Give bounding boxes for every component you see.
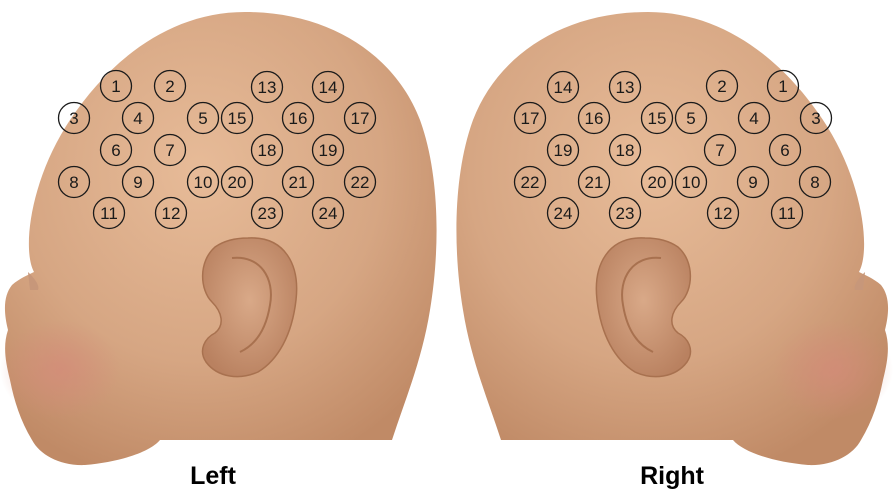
position-number: 8 — [69, 173, 78, 192]
position-number: 9 — [133, 173, 142, 192]
left-label: Left — [190, 462, 237, 490]
position-number: 21 — [289, 173, 308, 192]
position-number: 23 — [258, 204, 277, 223]
position-number: 17 — [351, 109, 370, 128]
position-number: 20 — [648, 173, 667, 192]
position-number: 10 — [194, 173, 213, 192]
position-number: 13 — [258, 78, 277, 97]
position-number: 6 — [111, 141, 120, 160]
position-number: 15 — [648, 109, 667, 128]
left-cheek — [0, 320, 120, 420]
position-number: 7 — [165, 141, 174, 160]
position-number: 18 — [258, 141, 277, 160]
position-number: 24 — [319, 204, 338, 223]
position-number: 13 — [616, 78, 635, 97]
position-number: 16 — [289, 109, 308, 128]
position-number: 18 — [616, 141, 635, 160]
position-number: 12 — [714, 204, 733, 223]
position-number: 5 — [686, 109, 695, 128]
position-number: 14 — [319, 78, 338, 97]
right-label: Right — [640, 462, 705, 490]
position-number: 2 — [165, 77, 174, 96]
position-number: 19 — [319, 141, 338, 160]
position-number: 14 — [554, 78, 573, 97]
position-number: 22 — [521, 173, 540, 192]
position-number: 21 — [585, 173, 604, 192]
right-cheek — [773, 320, 893, 420]
position-number: 23 — [616, 204, 635, 223]
position-number: 7 — [715, 141, 724, 160]
position-number: 4 — [749, 109, 758, 128]
position-number: 11 — [100, 204, 118, 223]
position-number: 3 — [69, 109, 78, 128]
position-number: 1 — [778, 77, 787, 96]
right-head — [456, 12, 893, 465]
position-number: 8 — [810, 173, 819, 192]
position-number: 15 — [228, 109, 247, 128]
position-number: 4 — [133, 109, 142, 128]
position-number: 17 — [521, 109, 540, 128]
position-number: 6 — [780, 141, 789, 160]
position-number: 9 — [748, 173, 757, 192]
position-number: 5 — [198, 109, 207, 128]
position-number: 11 — [778, 204, 796, 223]
position-number: 2 — [717, 77, 726, 96]
position-number: 1 — [111, 77, 120, 96]
position-number: 22 — [351, 173, 370, 192]
position-number: 10 — [682, 173, 701, 192]
position-number: 3 — [811, 109, 820, 128]
position-number: 12 — [162, 204, 181, 223]
position-number: 16 — [585, 109, 604, 128]
left-head — [0, 12, 437, 465]
position-number: 24 — [554, 204, 573, 223]
position-number: 20 — [228, 173, 247, 192]
position-number: 19 — [554, 141, 573, 160]
